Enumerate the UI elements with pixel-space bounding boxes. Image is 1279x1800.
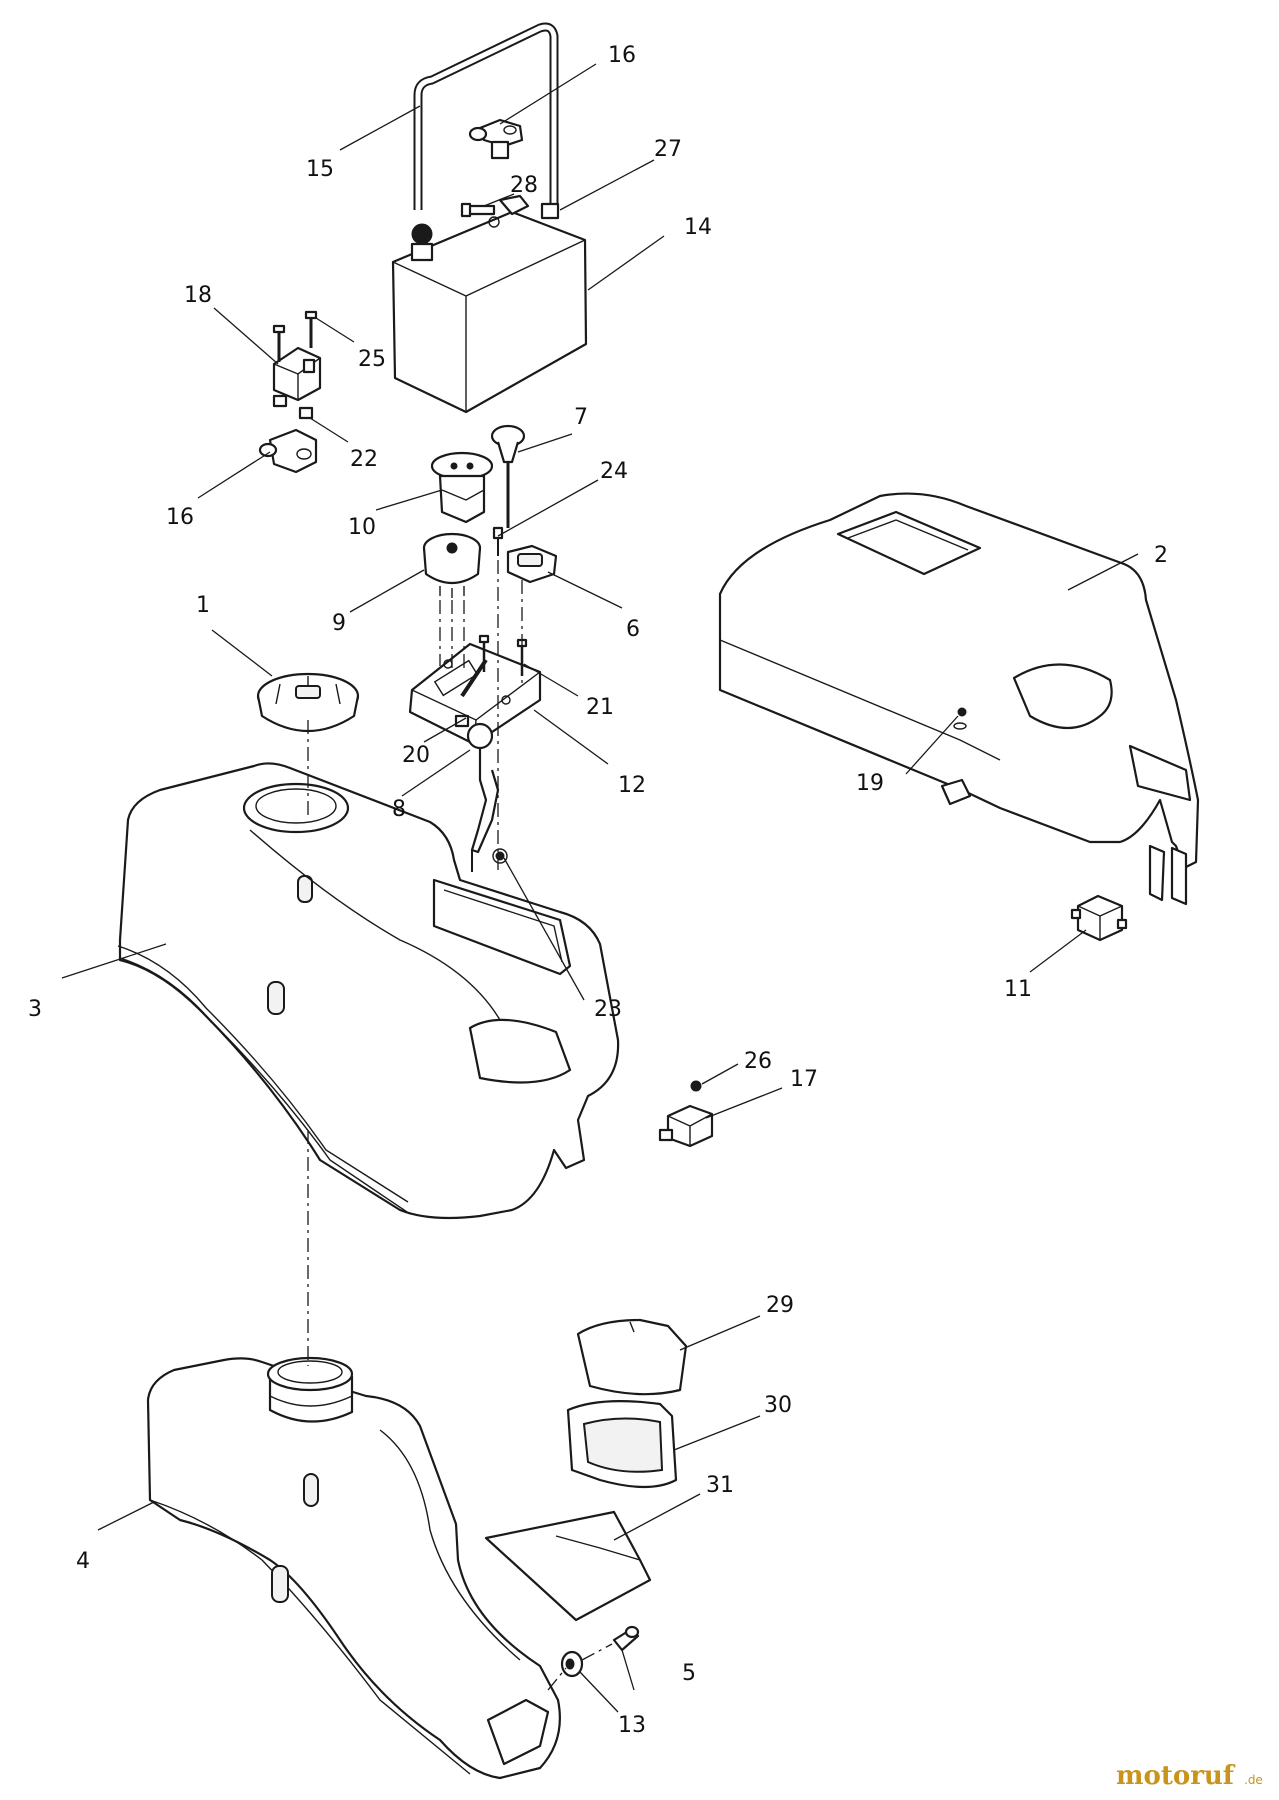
callout-1: 1 [196, 593, 210, 618]
callout-15: 15 [306, 157, 334, 182]
callout-24: 24 [600, 459, 628, 484]
callout-29: 29 [766, 1293, 794, 1318]
part-22-nuts [272, 394, 314, 420]
part-27-nut [540, 202, 560, 220]
part-13-grommet [560, 1650, 584, 1678]
callout-25: 25 [358, 347, 386, 372]
part-17-seat-switch [658, 1104, 714, 1148]
part-10-pto-switch [430, 451, 494, 524]
part-1-fuel-cap [256, 672, 360, 732]
callout-28: 28 [510, 173, 538, 198]
part-7-throttle-knob [490, 424, 526, 528]
callout-3: 3 [28, 997, 42, 1022]
callout-27: 27 [654, 137, 682, 162]
callout-8: 8 [392, 797, 406, 822]
callout-14: 14 [684, 215, 712, 240]
part-5-fuel-fitting [612, 1625, 640, 1652]
callout-10: 10 [348, 515, 376, 540]
callout-23: 23 [594, 997, 622, 1022]
callout-21: 21 [586, 695, 614, 720]
watermark-brand: motoruf [1116, 1761, 1236, 1791]
part-6-switch [506, 544, 558, 584]
part-31-heat-shield [484, 1510, 652, 1622]
assembly-lines [307, 560, 613, 1691]
callout-22: 22 [350, 447, 378, 472]
callout-2: 2 [1154, 543, 1168, 568]
callout-19: 19 [856, 771, 884, 796]
part-16-terminal-clamp-top [468, 118, 524, 160]
callout-17: 17 [790, 1067, 818, 1092]
part-8-throttle-lever [466, 722, 500, 872]
callout-31: 31 [706, 1473, 734, 1498]
callout-12: 12 [618, 773, 646, 798]
callout-30: 30 [764, 1393, 792, 1418]
callout-5: 5 [682, 1661, 696, 1686]
part-30-light-bezel [566, 1400, 678, 1489]
part-25-screws [272, 310, 318, 362]
part-15-hold-down-rod [413, 22, 559, 210]
callout-11: 11 [1004, 977, 1032, 1002]
callout-16: 16 [608, 43, 636, 68]
part-19-screw [957, 707, 967, 717]
part-2-rear-shroud [718, 492, 1200, 906]
part-24-screw [492, 526, 504, 556]
callout-18: 18 [184, 283, 212, 308]
callout-13: 13 [618, 1713, 646, 1738]
part-11-interlock-switch [1070, 894, 1128, 942]
part-4-fuel-tank [146, 1356, 561, 1780]
watermark: motoruf .de [1116, 1761, 1263, 1791]
part-9-ignition-switch [422, 532, 482, 598]
part-28-bolt [460, 202, 496, 218]
watermark-suffix: .de [1244, 1773, 1263, 1787]
part-16-terminal-clamp-lower [258, 428, 318, 474]
callout-9: 9 [332, 611, 346, 636]
callout-26: 26 [744, 1049, 772, 1074]
leader-lines [61, 63, 1139, 1713]
callout-7: 7 [574, 405, 588, 430]
part-14-battery [391, 194, 588, 414]
callout-16-lower: 16 [166, 505, 194, 530]
part-29-light-lens [576, 1318, 688, 1396]
part-26-nut [690, 1080, 702, 1092]
callout-labels: 15 16 27 28 14 18 25 22 16 10 7 24 9 6 2… [28, 43, 1168, 1738]
callout-4: 4 [76, 1549, 90, 1574]
callout-20: 20 [402, 743, 430, 768]
part-18-solenoid [272, 346, 322, 402]
callout-6: 6 [626, 617, 640, 642]
part-3-fender-body [117, 762, 620, 1220]
